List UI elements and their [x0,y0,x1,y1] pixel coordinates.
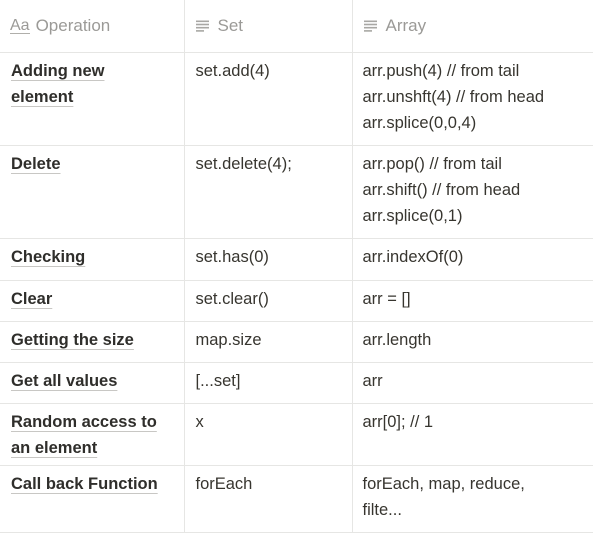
cell-array[interactable]: arr.indexOf(0) [352,238,593,281]
operation-title-line[interactable]: Get all values [11,372,118,390]
cell-set[interactable]: forEach [184,465,353,533]
operation-title-line[interactable]: an element [11,439,98,457]
array-value: arr [362,372,383,390]
cell-operation[interactable]: Clear [0,280,185,322]
title-property-icon: Aa [10,17,30,34]
cell-set[interactable]: set.add(4) [184,52,353,146]
table-row[interactable]: Adding new element set.add(4) arr.push(4… [0,52,593,146]
cell-array[interactable]: arr = [] [352,280,593,322]
cell-operation[interactable]: Getting the size [0,321,185,363]
operation-title-line[interactable]: Checking [11,248,86,266]
cell-set[interactable]: set.delete(4); [184,145,353,239]
array-value: arr[0]; // 1 [362,413,434,431]
column-header-label: Set [217,16,244,35]
cell-operation[interactable]: Random access to an element [0,403,185,466]
array-value: filte... [362,501,402,519]
text-property-icon [363,20,378,32]
operation-title-line[interactable]: Call back Function [11,475,158,493]
column-header-array[interactable]: Array [352,0,593,53]
set-value: set.has(0) [195,248,269,266]
set-value: [...set] [195,372,241,390]
table-row[interactable]: Checking set.has(0) arr.indexOf(0) [0,238,593,281]
cell-set[interactable]: set.has(0) [184,238,353,281]
cell-array[interactable]: forEach, map, reduce, filte... [352,465,593,533]
array-value: arr.unshft(4) // from head [362,88,545,106]
set-value: set.add(4) [195,62,270,80]
cell-array[interactable]: arr [352,362,593,404]
column-header-label: Operation [35,16,111,35]
cell-set[interactable]: x [184,403,353,466]
column-header-operation[interactable]: Aa Operation [0,0,185,53]
set-value: x [195,413,204,431]
cell-array[interactable]: arr.pop() // from tail arr.shift() // fr… [352,145,593,239]
table-row[interactable]: Call back Function forEach forEach, map,… [0,465,593,533]
operation-title-line[interactable]: Delete [11,155,61,173]
operation-title-line[interactable]: Getting the size [11,331,134,349]
cell-array[interactable]: arr[0]; // 1 [352,403,593,466]
operation-title-line[interactable]: Adding new [11,62,105,80]
header-row: Aa Operation [0,0,593,53]
array-value: arr.splice(0,1) [362,207,463,225]
cell-array[interactable]: arr.push(4) // from tail arr.unshft(4) /… [352,52,593,146]
operation-title-line[interactable]: Random access to [11,413,157,431]
array-value: arr.pop() // from tail [362,155,502,173]
cell-operation[interactable]: Call back Function [0,465,185,533]
set-value: forEach [195,475,253,493]
cell-operation[interactable]: Checking [0,238,185,281]
table-row[interactable]: Clear set.clear() arr = [] [0,280,593,322]
operation-title-line[interactable]: element [11,88,74,106]
array-value: arr.length [362,331,432,349]
cell-set[interactable]: [...set] [184,362,353,404]
table-row[interactable]: Delete set.delete(4); arr.pop() // from … [0,145,593,239]
set-value: set.clear() [195,290,269,308]
text-property-icon [195,20,210,32]
array-value: arr = [] [362,290,411,308]
set-value: set.delete(4); [195,155,292,173]
column-header-label: Array [385,16,427,35]
cell-operation[interactable]: Delete [0,145,185,239]
cell-operation[interactable]: Get all values [0,362,185,404]
array-value: forEach, map, reduce, [362,475,525,493]
set-value: map.size [195,331,262,349]
cell-set[interactable]: map.size [184,321,353,363]
array-value: arr.push(4) // from tail [362,62,520,80]
cell-array[interactable]: arr.length [352,321,593,363]
table-row[interactable]: Getting the size map.size arr.length [0,321,593,363]
array-value: arr.indexOf(0) [362,248,464,266]
cell-set[interactable]: set.clear() [184,280,353,322]
array-value: arr.shift() // from head [362,181,521,199]
table-row[interactable]: Random access to an element x arr[0]; //… [0,403,593,466]
table-row[interactable]: Get all values [...set] arr [0,362,593,404]
cell-operation[interactable]: Adding new element [0,52,185,146]
array-value: arr.splice(0,0,4) [362,114,477,132]
operation-title-line[interactable]: Clear [11,290,53,308]
column-header-set[interactable]: Set [184,0,353,53]
